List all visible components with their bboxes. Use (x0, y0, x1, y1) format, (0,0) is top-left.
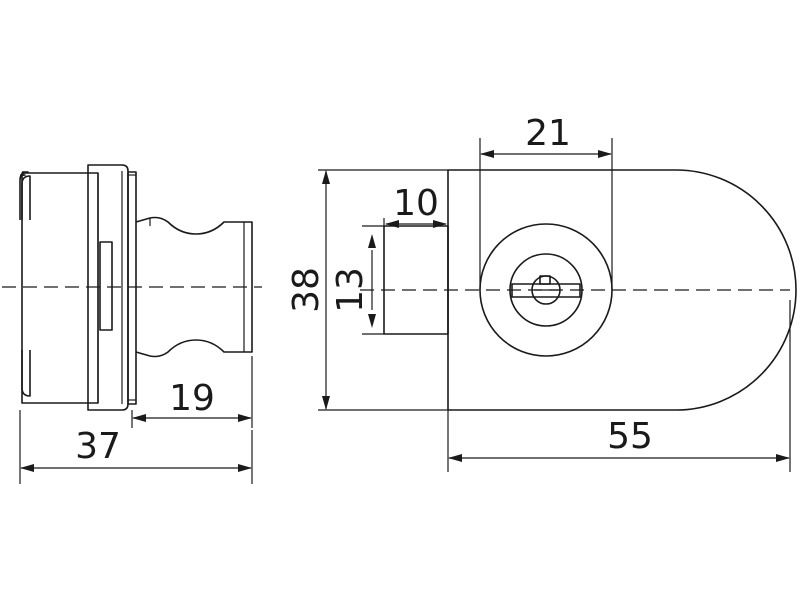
dim-19-label: 19 (169, 378, 215, 419)
side-top-lug-shape (21, 175, 31, 220)
side-slot (99, 241, 113, 331)
dim-13-arrow-top (368, 234, 376, 248)
dim-55-label: 55 (607, 416, 653, 457)
side-body (21, 172, 99, 404)
side-plate-flange (127, 171, 137, 405)
dim-13-label: 13 (330, 267, 371, 313)
front-body (447, 169, 797, 411)
side-view: 19 37 (2, 164, 262, 484)
dim-37-label: 37 (75, 426, 121, 467)
dim-13-arrow-bottom (368, 314, 376, 328)
front-bolt (383, 225, 449, 335)
side-knob (135, 216, 253, 358)
dim-10-label: 10 (393, 183, 439, 224)
front-view: 38 13 10 21 55 (286, 113, 797, 472)
keyhole-notch (539, 275, 551, 285)
dim-38-label: 38 (286, 267, 327, 313)
dim-21-label: 21 (525, 113, 571, 154)
side-bottom-lug-shape (21, 350, 31, 397)
